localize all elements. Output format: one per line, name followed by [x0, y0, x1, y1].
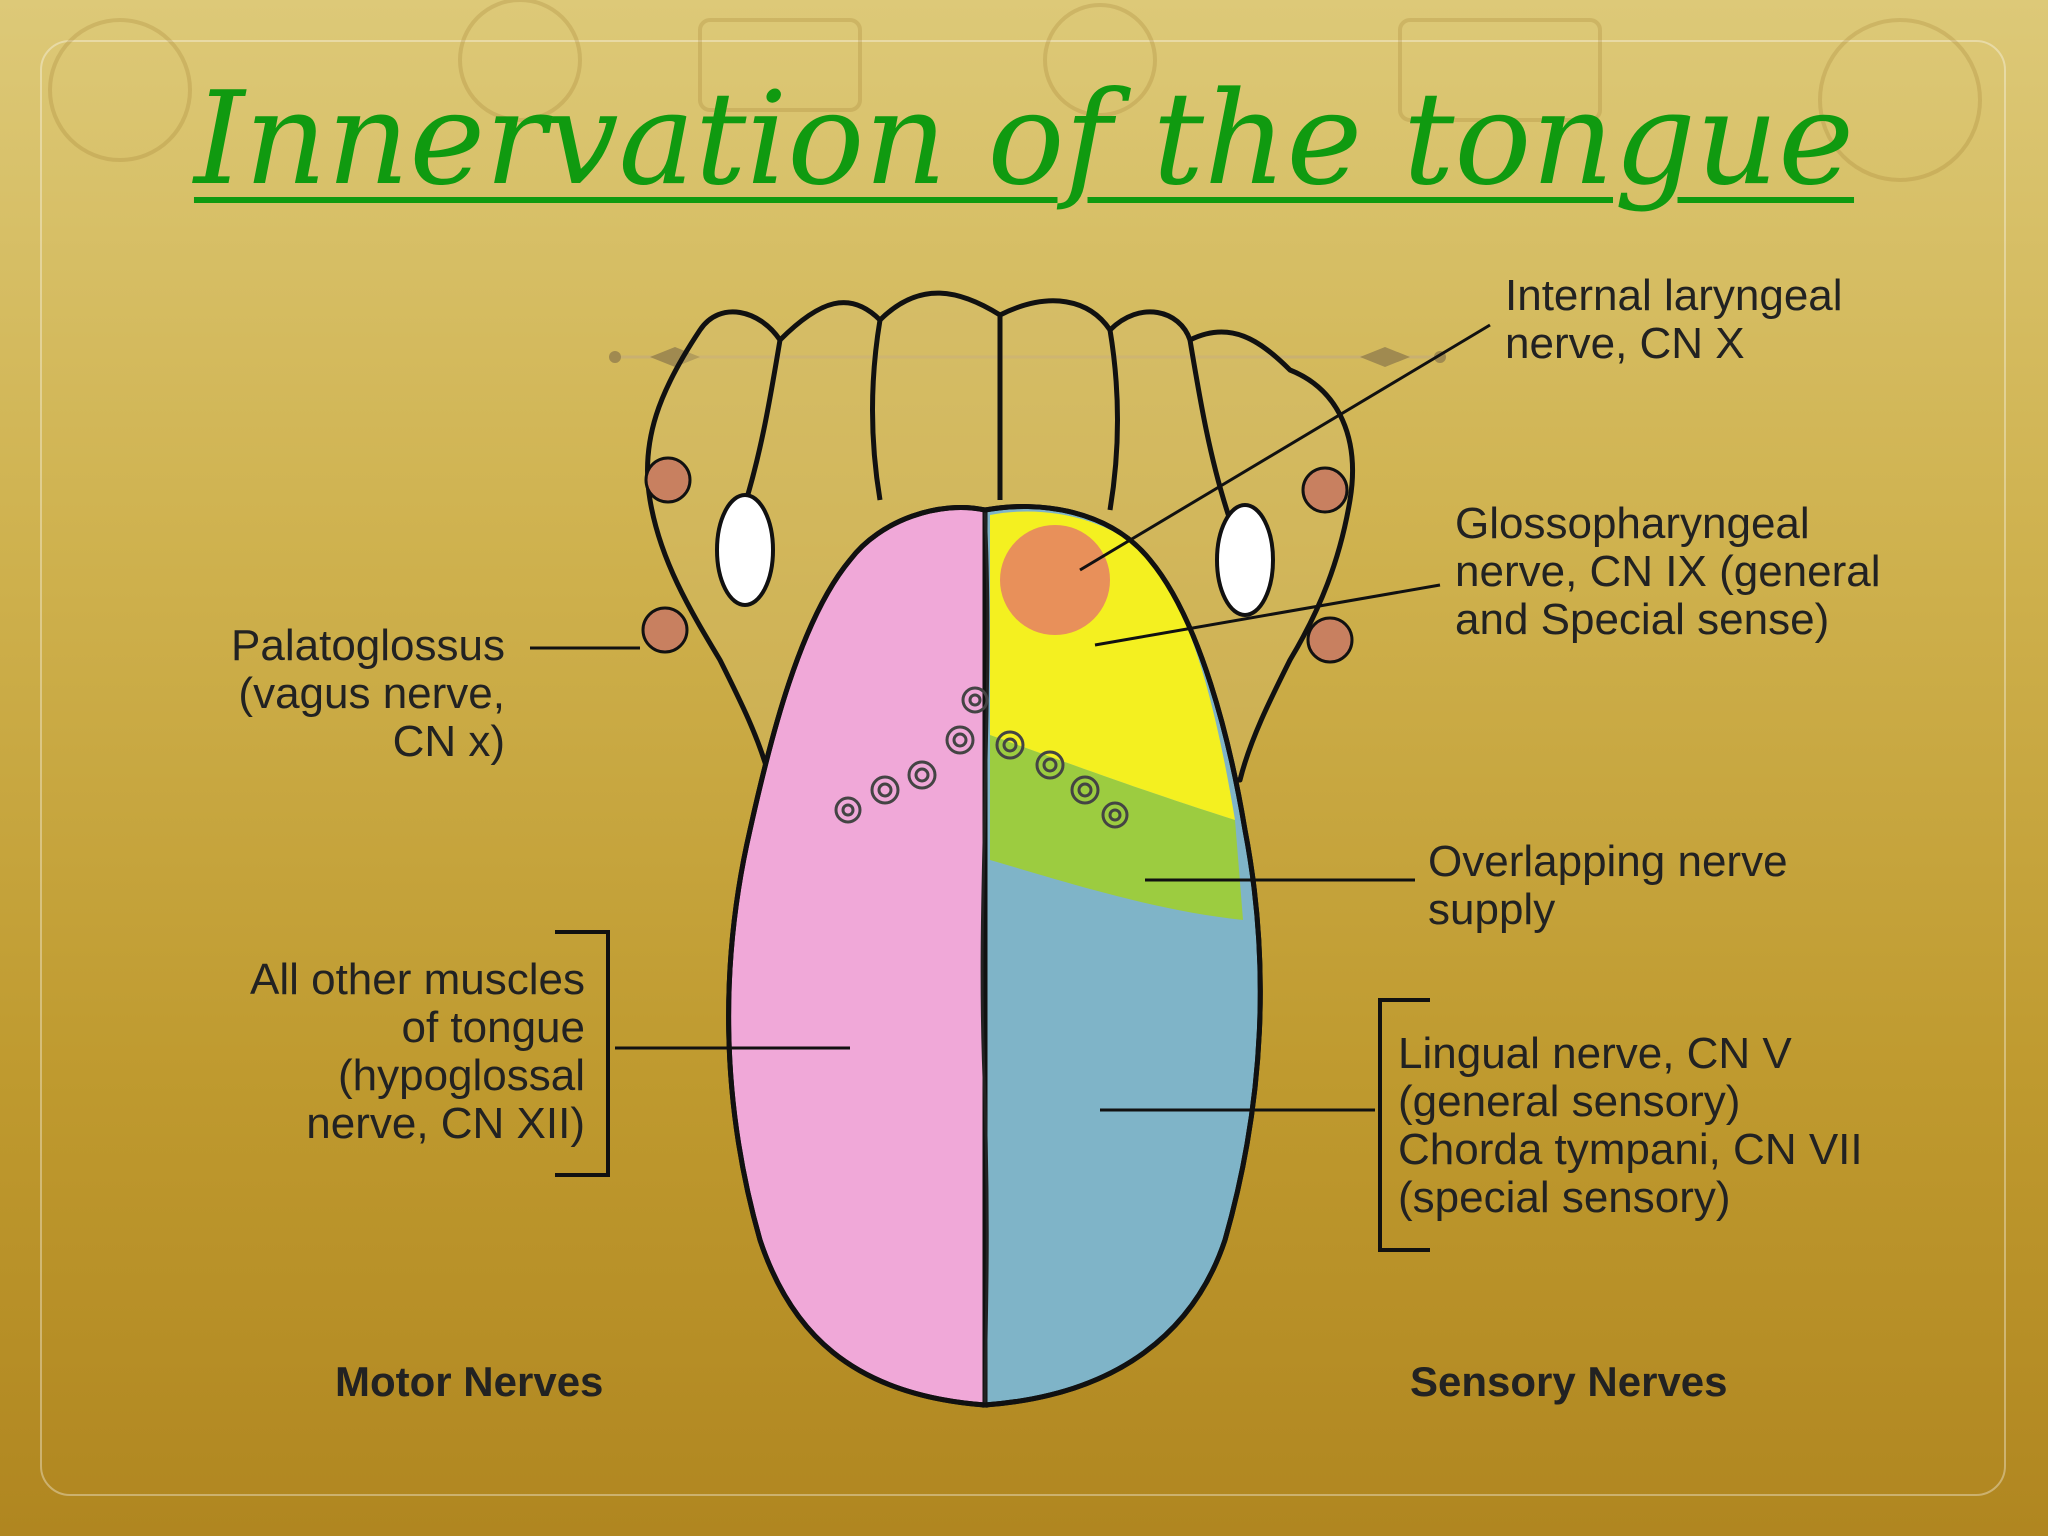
- tonsil-right: [1215, 466, 1354, 664]
- tonsil-left: [641, 456, 775, 654]
- label-lingual: Lingual nerve, CN V (general sensory) Ch…: [1398, 1029, 1863, 1222]
- vallate-papillae: [834, 686, 1129, 829]
- sensory-bracket: [1378, 998, 1430, 1252]
- page-title: Innervation of the tongue: [193, 65, 1855, 214]
- motor-bracket: [555, 930, 610, 1177]
- label-overlapping: Overlapping nerve supply: [1428, 837, 1788, 934]
- slide-frame: [40, 40, 2006, 1496]
- decorative-rule: [609, 347, 1446, 367]
- label-glossopharyngeal: Glossopharyngeal nerve, CN IX (general a…: [1455, 499, 1881, 644]
- tongue-midline: [980, 509, 990, 1406]
- label-internal-laryngeal: Internal laryngeal nerve, CN X: [1505, 271, 1843, 368]
- label-palatoglossus: Palatoglossus (vagus nerve, CN x): [231, 621, 505, 766]
- sensory-nerves-label: Sensory Nerves: [1410, 1358, 1728, 1405]
- motor-nerves-label: Motor Nerves: [335, 1358, 604, 1405]
- tongue-outline: [726, 504, 1263, 1408]
- internal-laryngeal-region: [1000, 525, 1110, 635]
- label-other-muscles: All other muscles of tongue (hypoglossal…: [249, 955, 585, 1148]
- leader-lines: [530, 323, 1491, 1112]
